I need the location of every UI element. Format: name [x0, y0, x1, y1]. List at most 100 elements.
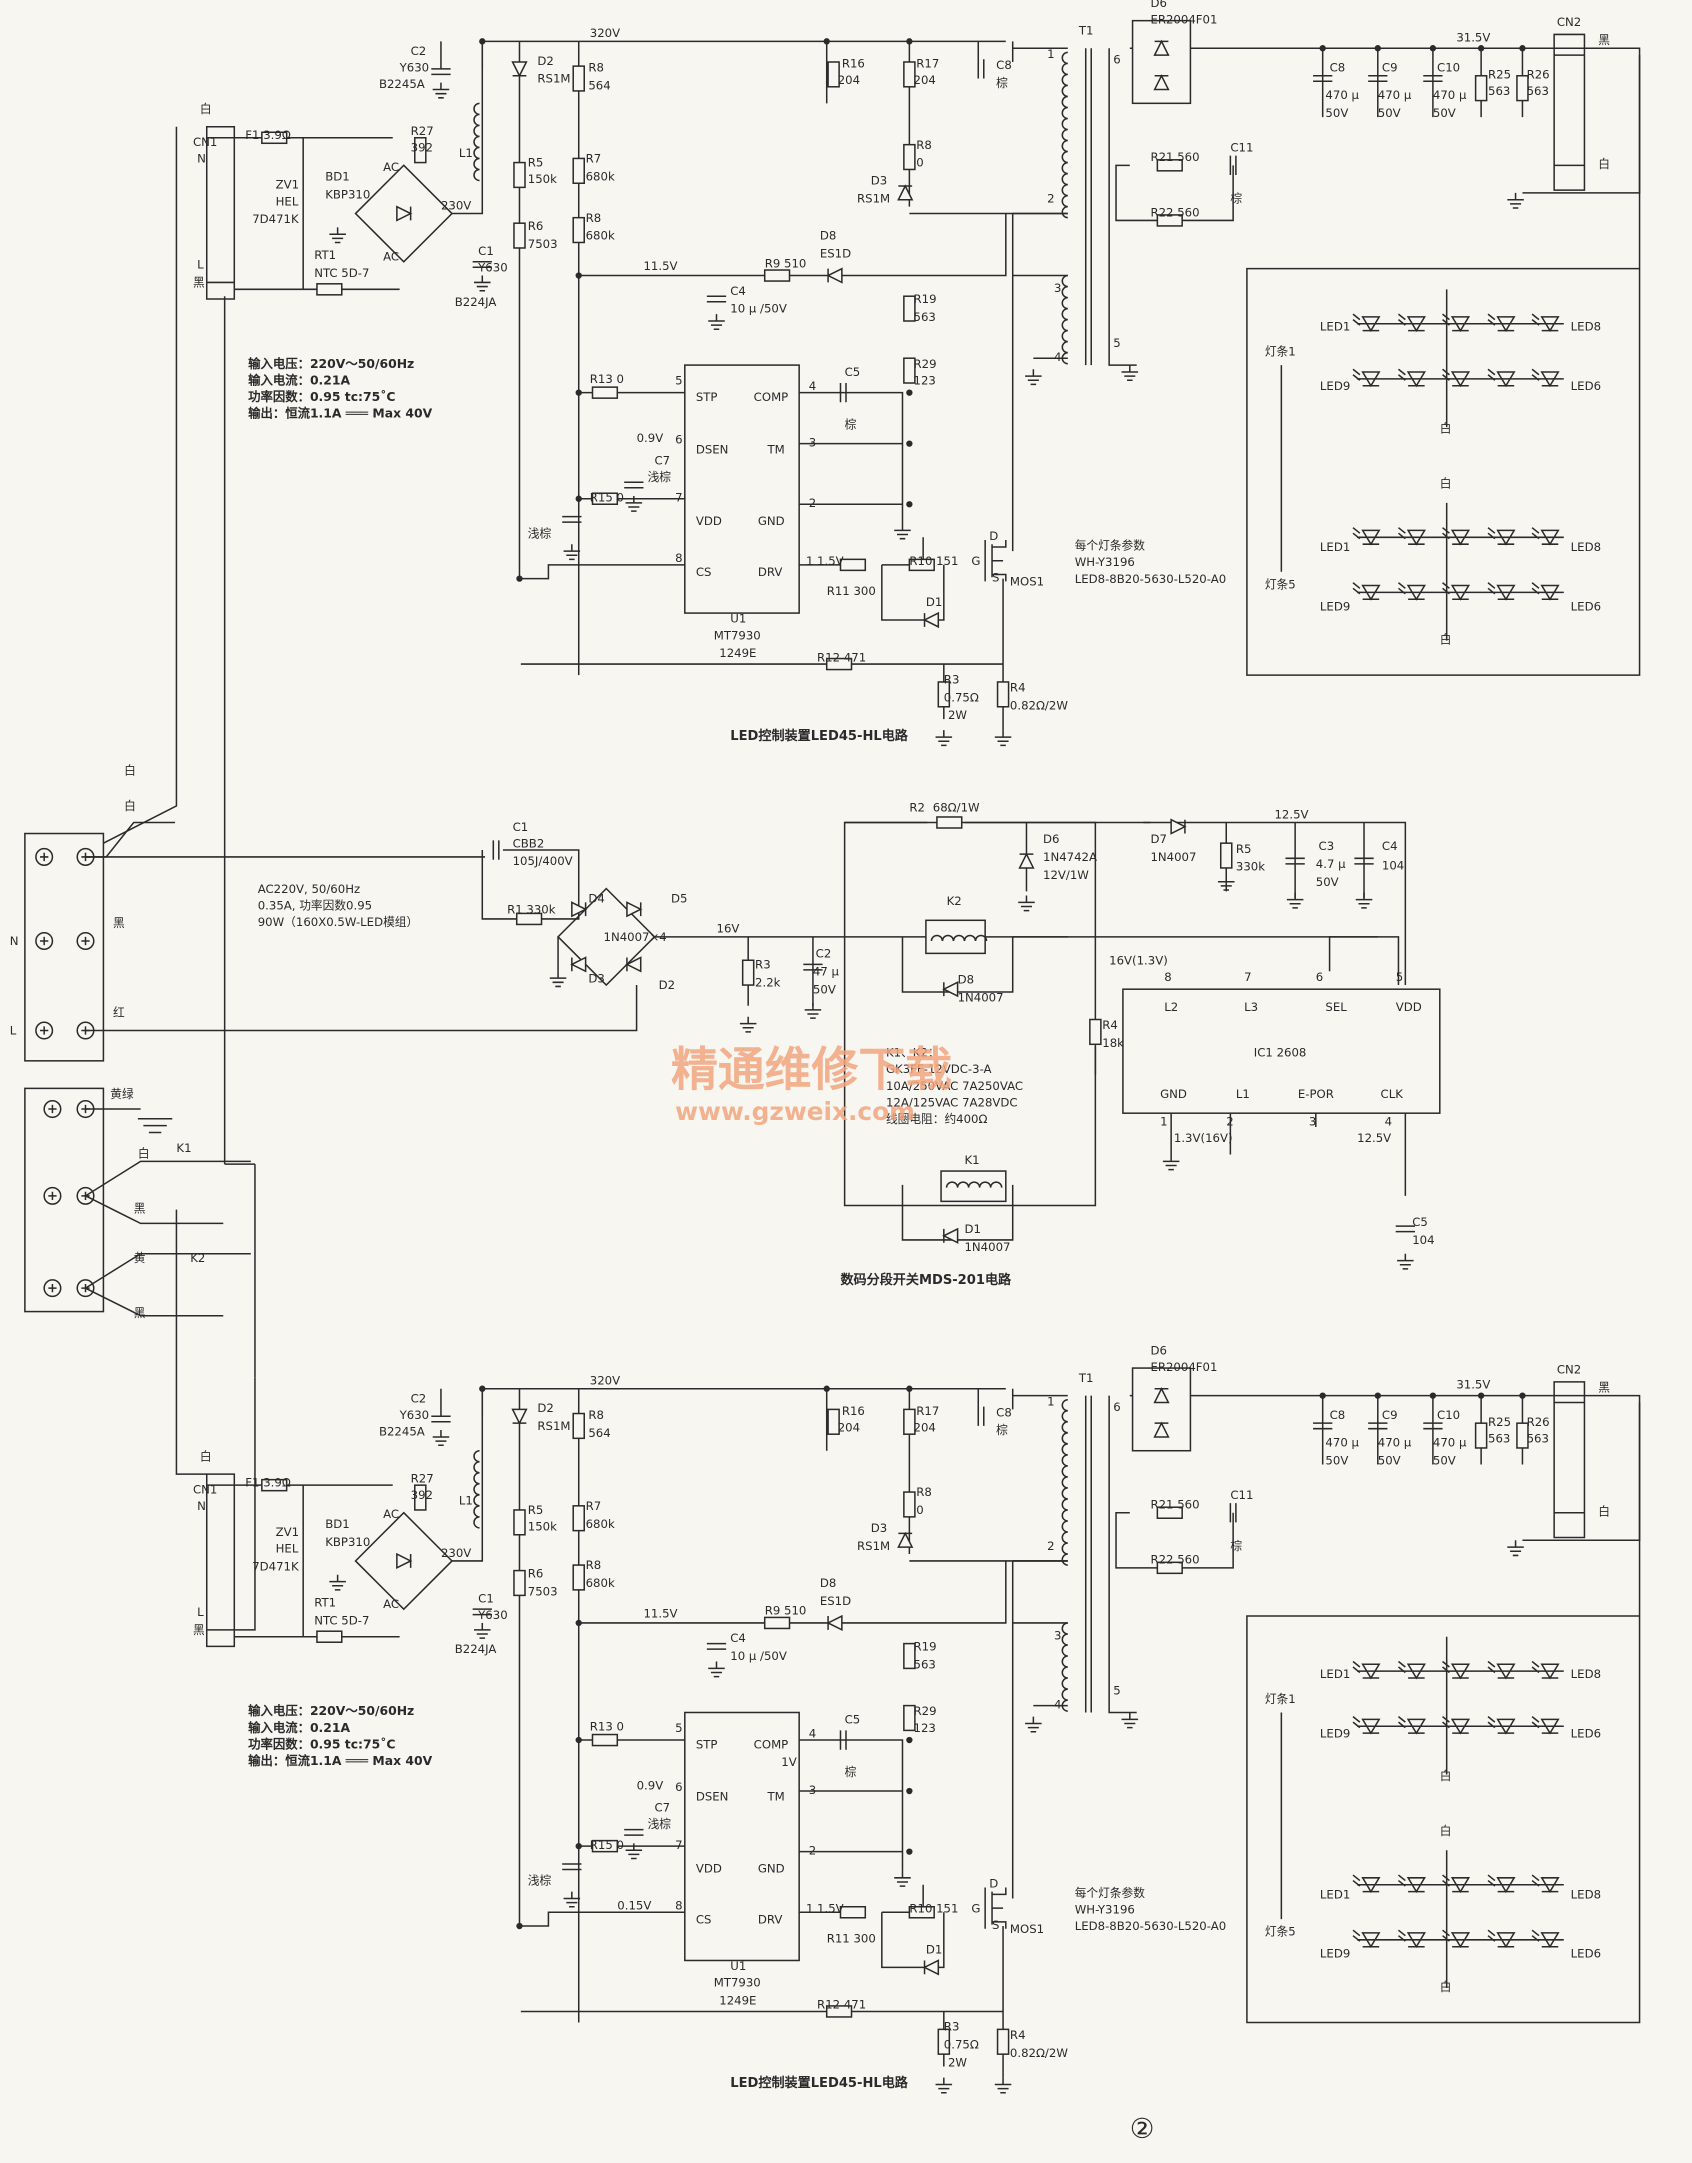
label-mds201-d6: D6 [1043, 832, 1059, 846]
label-mds201-c1-val: 105J/400V [513, 854, 573, 868]
ground-icon [935, 2077, 953, 2094]
capacitor [562, 1863, 582, 1871]
junction [906, 38, 913, 45]
led-icon [1531, 1929, 1560, 1949]
ground-icon [935, 730, 953, 747]
label-led45-circuit-cn2: CN2 [1557, 15, 1581, 29]
wire [85, 1252, 251, 1317]
led-icon [1531, 1716, 1560, 1735]
watermark-text: 精通维修下载 [671, 1044, 952, 1098]
label-strip-led6: LED6 [1571, 1947, 1601, 1961]
label-led45-circuit-p4: 4 [809, 379, 816, 393]
led-icon [1397, 582, 1426, 601]
label-mds201-d7: D7 [1150, 832, 1166, 846]
led-icon [1352, 313, 1381, 333]
junction [1319, 45, 1326, 52]
capacitor [1354, 857, 1374, 865]
label-led45-circuit-c8a-val: 棕 [996, 1423, 1008, 1437]
label-led45-circuit-ac1: AC [383, 1507, 399, 1521]
resistor [513, 161, 526, 189]
resistor [936, 816, 963, 829]
label-led45-circuit-c9-val: 470 µ [1378, 1436, 1412, 1450]
label-led45-circuit-r29: R29 [914, 357, 937, 371]
wire [578, 1388, 1014, 1624]
label-mds201-bridge: 1N4007×4 [604, 930, 667, 944]
led-icon [1352, 527, 1381, 546]
ground-icon [994, 730, 1012, 747]
label-led45-circuit-r8a-val: 564 [588, 79, 610, 93]
label-led45-circuit-zv1: ZV1 [276, 178, 299, 192]
label-mds201-v125b: 12.5V [1357, 1131, 1391, 1145]
diode-icon [625, 956, 642, 973]
label-wiring-red: 红 [113, 1006, 125, 1020]
label-mds201-v125: 12.5V [1274, 807, 1308, 821]
label-mds201-p3: 3 [1309, 1115, 1316, 1129]
label-mds201-d1: D1 [964, 1222, 980, 1236]
label-led45-circuit-r8a-val: 564 [588, 1426, 610, 1440]
label-mds201-d2: D2 [659, 978, 675, 992]
resistor [1089, 1018, 1102, 1046]
label-led45-circuit-d3-type: RS1M [857, 1539, 890, 1553]
label-led45-circuit-gnd: GND [758, 514, 785, 528]
wire [799, 391, 904, 524]
led-icon [1397, 368, 1426, 388]
junction [1429, 1392, 1437, 1399]
led-icon [1487, 527, 1516, 546]
capacitor [1285, 857, 1305, 865]
terminal-cross [40, 936, 49, 946]
junction [906, 1385, 913, 1392]
label-led45-circuit-t1: T1 [1078, 23, 1094, 37]
label-led45-circuit-cn1: CN1 [193, 1482, 217, 1496]
label-led45-circuit-r21: R21 560 [1150, 1498, 1199, 1512]
resistor [1516, 75, 1529, 102]
label-led45-circuit-r4-val: 0.82Ω/2W [1010, 699, 1068, 713]
resistor [827, 61, 840, 88]
junction [1477, 1392, 1485, 1399]
junction [1374, 45, 1381, 52]
label-led45-circuit-g: G [971, 554, 980, 568]
label-led45-circuit-r22: R22 560 [1150, 205, 1199, 219]
ic1-2608-body [1122, 988, 1441, 1114]
junction [1519, 45, 1526, 52]
label-led45-circuit-r6-val: 7503 [528, 237, 558, 251]
label-led45-circuit-cn2-white: 白 [1598, 157, 1610, 171]
led-icon [1397, 1874, 1426, 1894]
label-led45-circuit-u1-code: 1249E [719, 646, 756, 660]
ic-u1-body [684, 1711, 800, 1962]
label-led45-circuit-c8b: C8 [1330, 61, 1346, 75]
junction [823, 1385, 830, 1392]
resistor [515, 912, 543, 926]
ground-icon [739, 1016, 757, 1033]
label-led45-circuit-cn1-n: N [197, 152, 206, 166]
label-led45-circuit-r8c: R8 [916, 1485, 932, 1499]
label-mds201-c3-v: 50V [1316, 875, 1339, 889]
label-led45-circuit-r22: R22 560 [1150, 1553, 1199, 1567]
diode-icon [511, 61, 528, 78]
label-led45-circuit-tp3: 3 [1054, 1628, 1061, 1642]
led-icon [1531, 527, 1560, 546]
capacitor [1229, 1503, 1237, 1523]
capacitor [1229, 155, 1237, 175]
label-led45-circuit-c5-val: 棕 [845, 417, 857, 431]
terminal-cross [81, 936, 90, 946]
resistor [937, 2028, 951, 2055]
label-spec-0: AC220V, 50/60Hz [258, 882, 360, 896]
terminal-cross [48, 1104, 57, 1114]
watermark: 精通维修下载 www.gzweix.com [671, 1044, 952, 1126]
wire [85, 1108, 173, 1134]
label-led45-circuit-cn2-black: 黑 [1598, 33, 1610, 47]
junction [906, 440, 913, 447]
figure-number: ② [1130, 2113, 1155, 2145]
label-led45-circuit-r8c-val: 0 [916, 1503, 923, 1517]
diode-icon [826, 1614, 843, 1632]
label-led45-circuit-l1: L1 [459, 1493, 473, 1507]
label-led45-circuit-c2: C2 [411, 1392, 427, 1406]
capacitor [562, 515, 582, 523]
label-specs-2: 功率因数：0.95 tc:75˚C [248, 1736, 395, 1751]
label-led45-circuit-r25-val: 563 [1488, 84, 1510, 98]
label-led45-circuit-c2-type: Y630 [399, 61, 430, 75]
label-strip-bar1: 灯条1 [1265, 344, 1296, 358]
label-strip-params-1: WH-Y3196 [1075, 555, 1135, 569]
coil-icon [473, 1449, 480, 1529]
label-led45-circuit-cn1-white: 白 [200, 1449, 212, 1463]
